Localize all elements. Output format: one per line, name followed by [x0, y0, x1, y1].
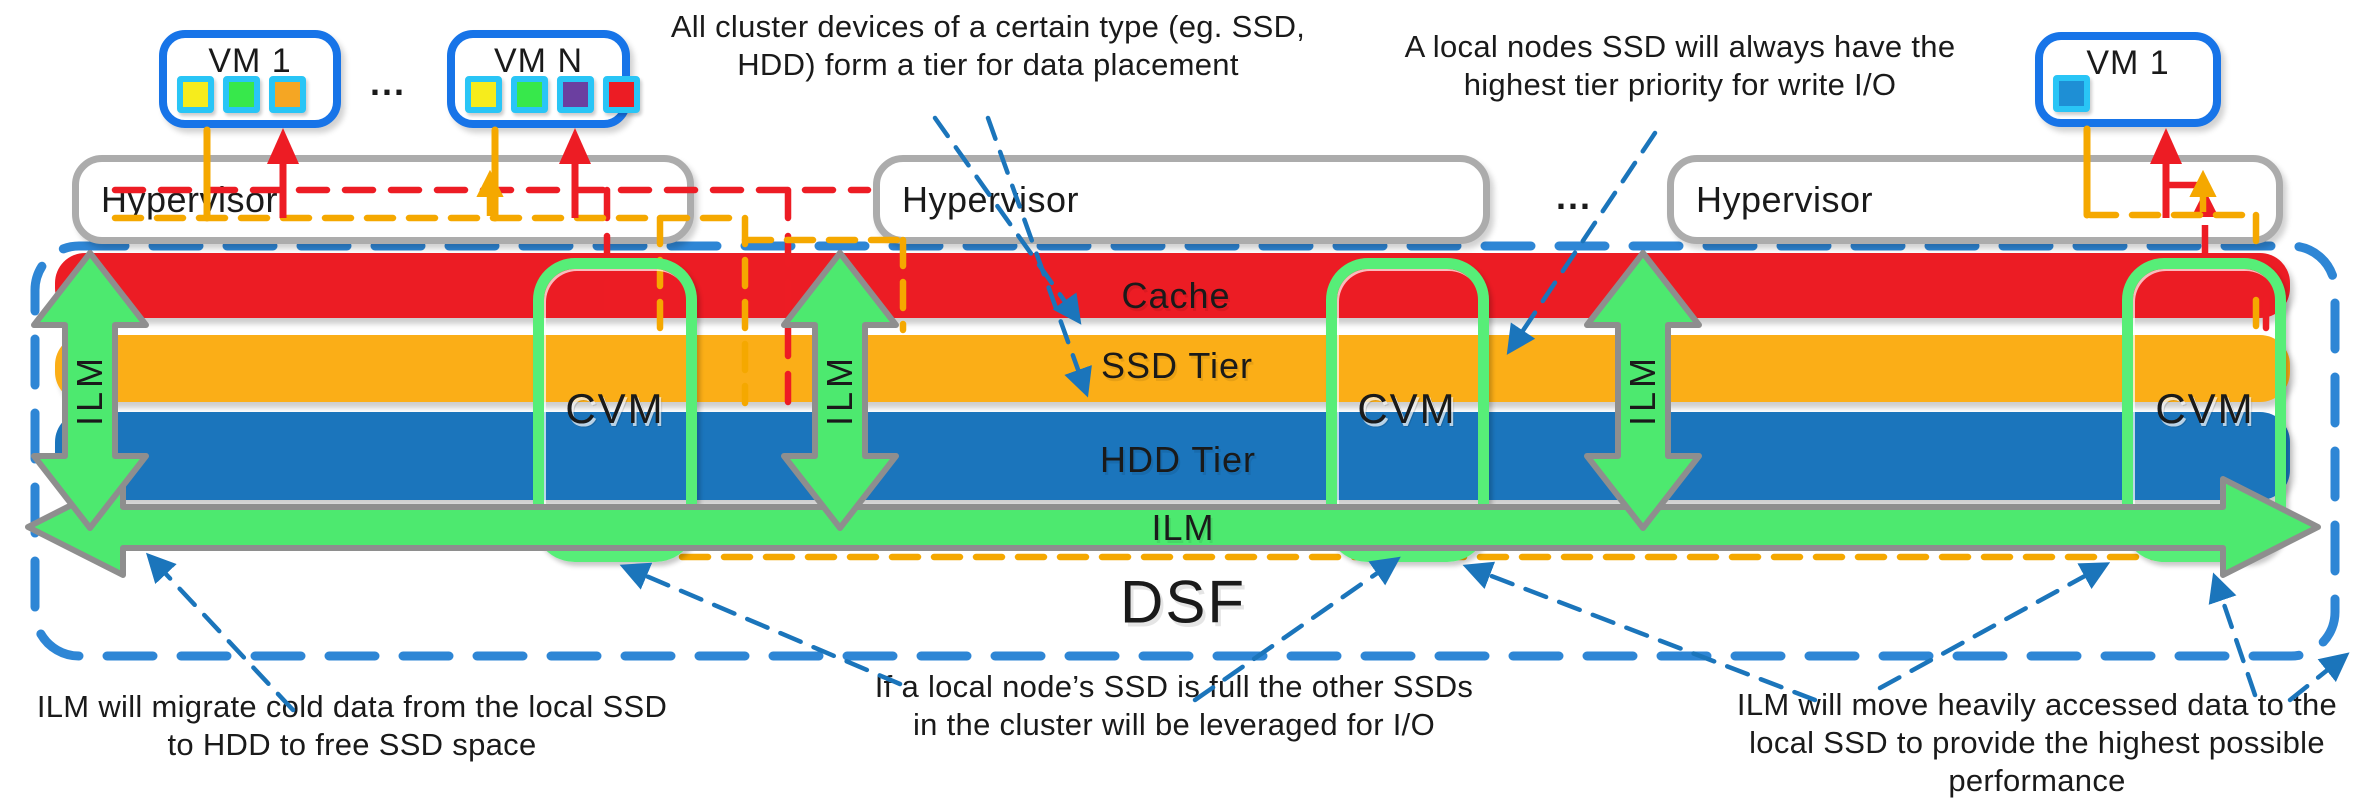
- vm-label: VM 1: [2086, 44, 2170, 82]
- vm-disk-squares: [177, 76, 306, 113]
- hypervisor-label: Hypervisor: [101, 178, 279, 220]
- vm-box-right: VM 1: [2035, 32, 2221, 127]
- annotation-write-priority: A local nodes SSD will always have the h…: [1404, 29, 1956, 102]
- ilm-vertical-label-1: ILM: [69, 354, 110, 427]
- ssd-tier-bar: [55, 335, 2290, 402]
- vm-disk-square-icon: [511, 76, 548, 113]
- ilm-vertical-label-3: ILM: [1622, 354, 1663, 427]
- hypervisor-box-3: Hypervisor: [1667, 155, 2283, 244]
- hypervisor-label: Hypervisor: [1696, 178, 1874, 220]
- cvm-label-3: CVM: [2155, 385, 2255, 432]
- cache-tier-label: Cache: [1121, 275, 1231, 316]
- annotation-tier-formation: All cluster devices of a certain type (e…: [670, 9, 1306, 82]
- vm-disk-squares: [2053, 75, 2090, 112]
- hdd-tier-label: HDD Tier: [1099, 439, 1257, 480]
- cache-tier-bar: [55, 253, 2290, 318]
- vm-disk-squares: [465, 76, 640, 113]
- vm-box-1: VM 1: [159, 30, 341, 128]
- vm-label: VM 1: [208, 42, 292, 80]
- annotation-ssd-full: If a local node’s SSD is full the other …: [874, 669, 1474, 742]
- vm-disk-square-icon: [557, 76, 594, 113]
- vm-disk-square-icon: [223, 76, 260, 113]
- dsf-label: DSF: [1120, 568, 1246, 636]
- annotation-ilm-hot-data: ILM will move heavily accessed data to t…: [1736, 687, 2338, 798]
- vm-disk-square-icon: [269, 76, 306, 113]
- vm-disk-square-icon: [177, 76, 214, 113]
- annotation-ilm-cold-data: ILM will migrate cold data from the loca…: [36, 689, 668, 762]
- hypervisor-label: Hypervisor: [902, 178, 1080, 220]
- ilm-bar-label: ILM: [1151, 507, 1215, 548]
- ilm-vertical-label-2: ILM: [819, 354, 860, 427]
- hypervisor-box-2: Hypervisor: [873, 155, 1490, 244]
- vm-disk-square-icon: [603, 76, 640, 113]
- cvm-label-1: CVM: [565, 385, 665, 432]
- hypervisor-box-1: Hypervisor: [72, 155, 694, 244]
- cvm-label-2: CVM: [1357, 385, 1457, 432]
- hypervisor-ellipsis: ...: [1556, 176, 1593, 217]
- vm-disk-square-icon: [465, 76, 502, 113]
- vm-box-n: VM N: [447, 30, 640, 128]
- vm-ellipsis: ...: [370, 62, 407, 103]
- vm-label: VM N: [494, 42, 583, 80]
- vm-disk-square-icon: [2053, 75, 2090, 112]
- ssd-tier-label: SSD Tier: [1100, 345, 1254, 386]
